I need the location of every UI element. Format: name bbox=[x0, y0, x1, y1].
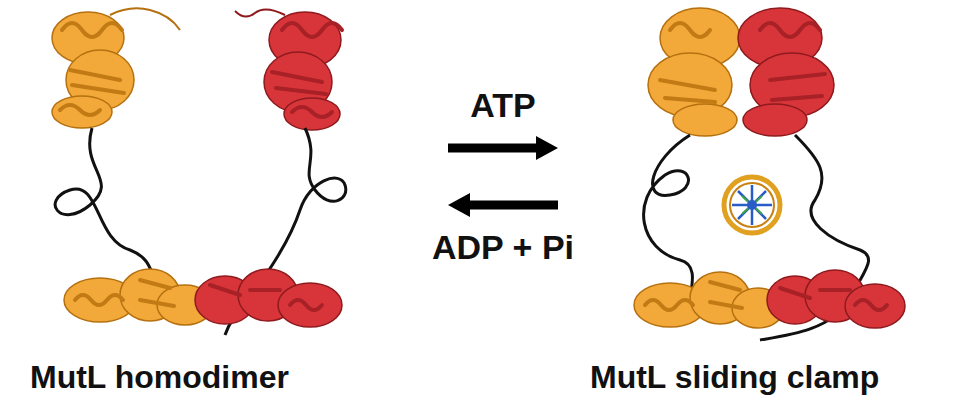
protein-shape bbox=[235, 9, 285, 16]
protein-shape bbox=[75, 280, 322, 310]
protein-shape bbox=[742, 196, 762, 214]
protein-shape bbox=[292, 107, 332, 117]
arrow-head bbox=[536, 136, 558, 160]
protein-shape bbox=[282, 23, 342, 37]
linker-loops bbox=[55, 128, 346, 335]
protein-shape bbox=[660, 23, 825, 102]
protein-shape bbox=[276, 88, 326, 94]
protein-shape bbox=[780, 288, 850, 298]
protein-shape bbox=[645, 282, 887, 310]
protein-shape bbox=[742, 196, 762, 214]
protein-shape bbox=[52, 12, 134, 128]
protein-shape bbox=[760, 23, 820, 37]
protein-shape bbox=[670, 23, 710, 37]
protein-shape bbox=[195, 269, 342, 327]
protein-shape bbox=[70, 70, 120, 80]
protein-shape bbox=[272, 23, 342, 117]
orange-n-domain bbox=[52, 8, 180, 128]
protein-shape bbox=[55, 128, 155, 280]
protein-shape bbox=[724, 177, 780, 233]
reaction-label: ATP bbox=[466, 85, 539, 126]
state-panel: MutL homodimer bbox=[10, 20, 448, 410]
protein-shape bbox=[140, 280, 174, 306]
protein-shape bbox=[110, 8, 180, 30]
protein-shape bbox=[660, 80, 715, 102]
c-domain-dimer bbox=[64, 269, 342, 327]
protein-shape bbox=[732, 185, 772, 225]
protein-shape bbox=[225, 128, 346, 335]
reaction-arrow bbox=[448, 136, 558, 160]
protein-shape bbox=[272, 72, 322, 82]
protein-shape bbox=[210, 285, 280, 295]
state-title: MutL sliding clamp bbox=[590, 358, 879, 396]
protein-shape bbox=[732, 185, 772, 225]
protein-shape bbox=[62, 23, 122, 37]
protein-shape bbox=[75, 295, 123, 305]
protein-shape bbox=[72, 85, 124, 93]
state-panel: MutL sliding clamp bbox=[558, 20, 969, 410]
protein-shape bbox=[747, 200, 757, 210]
protein-shape bbox=[648, 8, 740, 136]
protein-shape bbox=[738, 8, 834, 136]
protein-shape bbox=[645, 300, 693, 310]
protein-shape bbox=[730, 183, 774, 227]
protein-shape bbox=[60, 105, 100, 115]
reaction-arrow bbox=[448, 193, 558, 217]
protein-shape bbox=[644, 135, 693, 300]
protein-shape bbox=[855, 300, 887, 310]
dna-duplex bbox=[724, 177, 780, 233]
protein-shape bbox=[278, 283, 342, 327]
protein-shape bbox=[767, 270, 905, 328]
protein-shape bbox=[60, 23, 124, 115]
protein-shape bbox=[710, 282, 742, 308]
arrow-head bbox=[448, 193, 470, 217]
arrow-shaft bbox=[470, 201, 558, 210]
protein-shape bbox=[52, 96, 112, 128]
protein-shape bbox=[64, 269, 213, 325]
protein-shape bbox=[264, 12, 341, 130]
clamp-c-dimer bbox=[634, 270, 905, 328]
protein-shape bbox=[284, 98, 340, 130]
red-n-domain bbox=[235, 9, 342, 130]
protein-shape bbox=[634, 272, 784, 328]
protein-shape bbox=[673, 104, 737, 136]
protein-shape bbox=[290, 300, 322, 310]
closed-n-dimer bbox=[648, 8, 834, 136]
protein-shape bbox=[743, 104, 807, 136]
protein-shape bbox=[770, 74, 825, 100]
reaction-label: ADP + Pi bbox=[428, 227, 578, 268]
arrow-shaft bbox=[448, 144, 536, 153]
state-title: MutL homodimer bbox=[30, 358, 289, 396]
protein-shape bbox=[845, 284, 905, 328]
